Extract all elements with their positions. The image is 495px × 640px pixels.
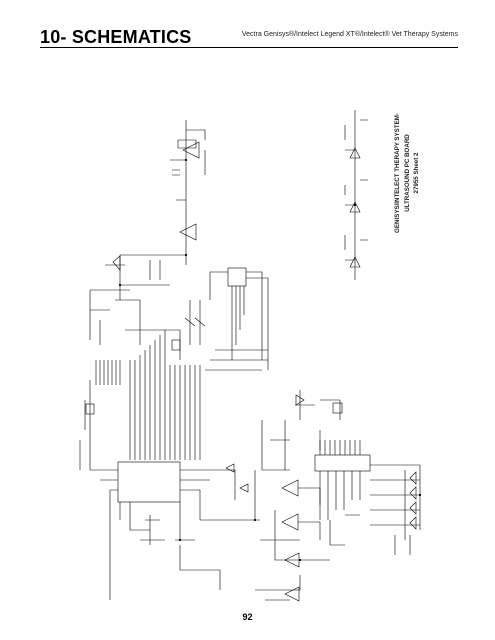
schematic-bus — [95, 360, 121, 385]
main-ic-chip — [117, 461, 181, 503]
schematic-junction — [298, 558, 302, 562]
diode-symbol — [409, 501, 417, 515]
schematic-wire — [180, 469, 260, 521]
schematic-wire — [184, 300, 206, 345]
diode-symbol — [409, 516, 417, 530]
schematic-junction — [178, 538, 182, 542]
section-title: 10- SCHEMATICS — [40, 27, 192, 47]
schematic-wire — [329, 514, 360, 546]
schematic-wire — [119, 502, 165, 545]
schematic-junction — [353, 203, 357, 207]
schematic-wire — [254, 420, 300, 561]
schematic-wire — [209, 271, 269, 370]
page-header: 10- SCHEMATICS Vectra Genisys®/Intelect … — [0, 0, 495, 52]
schematic-junction — [184, 158, 188, 162]
opamp-symbol — [179, 223, 197, 241]
schematic-wire — [170, 120, 206, 265]
diode-symbol — [409, 471, 417, 485]
schematic-wire — [172, 139, 197, 176]
buffer-symbol — [349, 201, 361, 213]
driver-ic-block — [314, 454, 371, 472]
opamp-symbol — [281, 513, 299, 531]
schematic-diagram — [79, 110, 422, 602]
schematic-wire — [255, 487, 330, 601]
schematic-bus — [319, 471, 361, 520]
transistor-symbol — [295, 394, 305, 406]
diode-symbol — [409, 486, 417, 500]
schematic-bus — [129, 330, 166, 460]
schematic-junction — [118, 283, 122, 287]
header-subtitle: Vectra Genisys®/Intelect Legend XT®/Inte… — [241, 31, 458, 38]
opamp-symbol — [281, 479, 299, 497]
buffer-symbol — [349, 256, 361, 268]
diode-symbol — [239, 483, 249, 493]
component-block — [85, 403, 95, 415]
schematic-wire — [89, 289, 181, 360]
schematic-wire — [175, 502, 221, 590]
schematic-wire — [370, 464, 421, 555]
schematic-wire — [345, 110, 368, 280]
component-block — [171, 339, 181, 351]
schematic-junction — [184, 253, 188, 257]
schematic-wire — [295, 390, 341, 450]
schematic-bus — [169, 365, 201, 460]
schematic-junction — [418, 493, 422, 497]
connector-block — [227, 267, 247, 287]
page-number: 92 — [242, 612, 253, 622]
schematic-wire — [79, 380, 118, 600]
transistor-symbol — [112, 255, 121, 271]
header-rule — [40, 47, 458, 48]
schematic-junction — [253, 518, 257, 522]
schematic-wire — [105, 254, 186, 300]
buffer-symbol — [349, 147, 361, 159]
opamp-symbol — [284, 586, 300, 602]
schematic-bus — [319, 440, 361, 455]
opamp-symbol — [182, 141, 200, 159]
diode-symbol — [225, 463, 235, 473]
schematic-wire — [205, 349, 268, 371]
component-block — [332, 402, 343, 414]
